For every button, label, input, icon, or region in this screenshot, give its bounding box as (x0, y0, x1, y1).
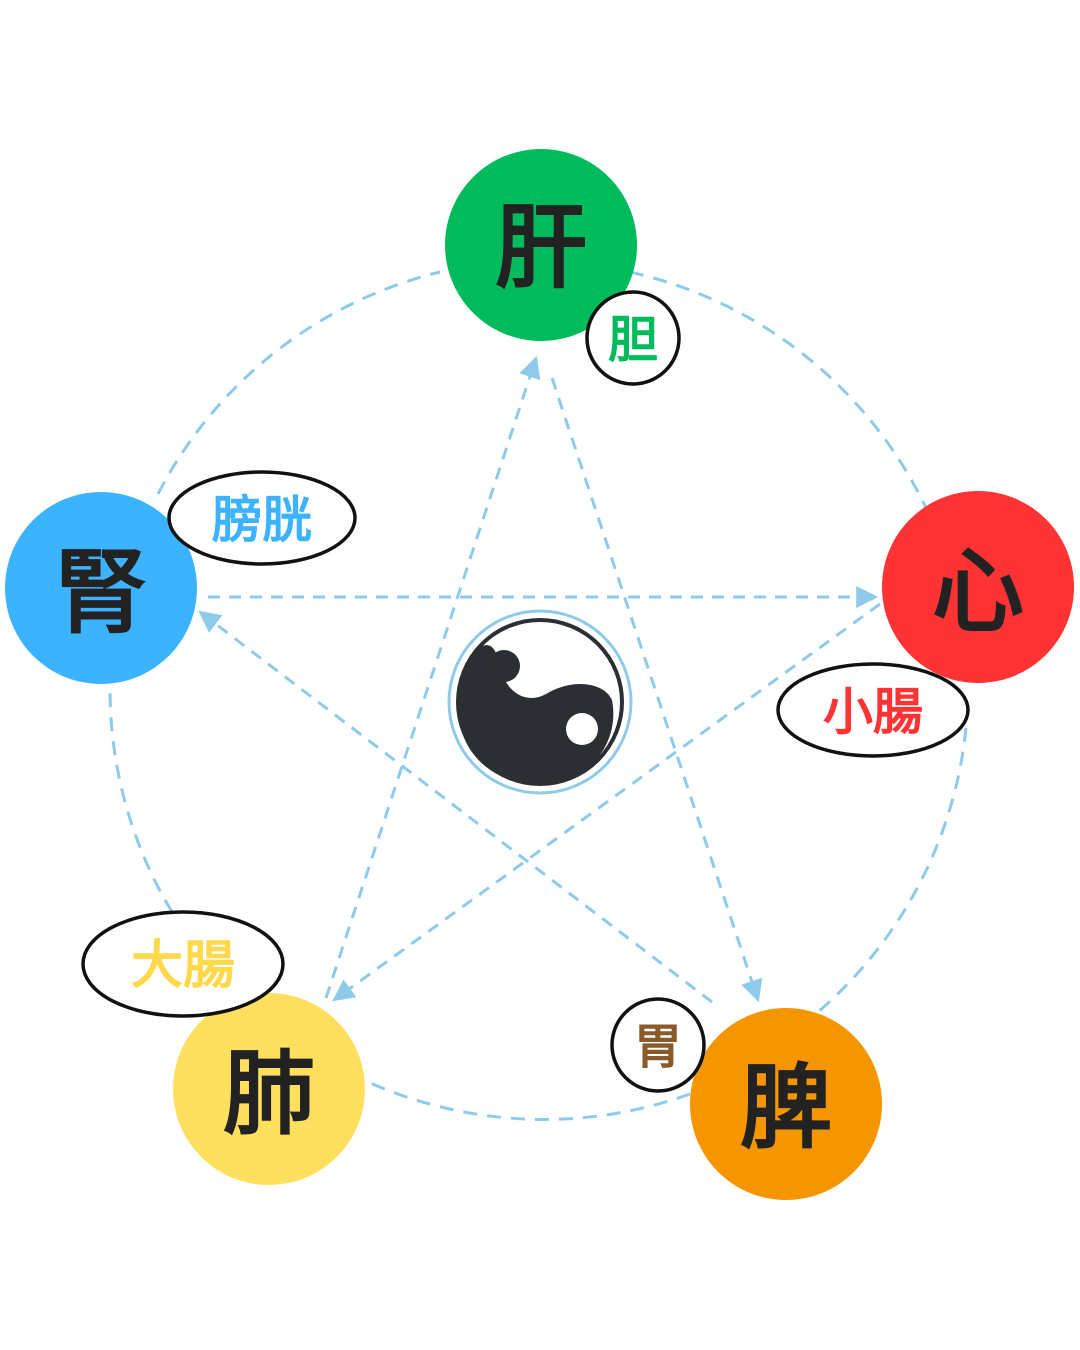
paired-stomach-bubble (610, 997, 706, 1093)
organ-kidney: 腎 (5, 492, 197, 684)
organ-liver: 肝 (445, 149, 637, 341)
paired-stomach-label: 胃 (634, 1019, 682, 1075)
paired-bladder: 膀胱 (167, 470, 357, 566)
yin-yang-icon (447, 609, 633, 795)
organ-spleen-label: 脾 (740, 1055, 832, 1162)
yin-eye (488, 650, 520, 682)
paired-large-intestine-bubble (81, 910, 285, 1018)
organ-lung-label: 肺 (223, 1041, 315, 1148)
organ-heart-label: 心 (932, 539, 1024, 646)
cycle-arc-heart-spleen (817, 727, 968, 1014)
paired-stomach: 胃 (610, 997, 706, 1093)
organ-lung-circle (173, 993, 365, 1185)
paired-small-intestine: 小腸 (776, 662, 970, 758)
organ-lung: 肺 (173, 993, 365, 1185)
paired-bladder-bubble (167, 470, 357, 566)
paired-gallbladder-bubble (585, 290, 681, 386)
paired-small-intestine-label: 小腸 (823, 683, 923, 741)
paired-small-intestine-bubble (776, 662, 970, 758)
cycle-arc-lung-kidney (108, 689, 174, 913)
star-line-lung-liver (324, 355, 541, 999)
organ-heart: 心 (882, 491, 1074, 683)
paired-large-intestine: 大腸 (81, 910, 285, 1018)
organ-liver-circle (445, 149, 637, 341)
organ-kidney-label: 腎 (55, 540, 147, 647)
organ-kidney-circle (5, 492, 197, 684)
yin-yang-symbol (456, 618, 624, 786)
generation-cycle (108, 270, 968, 1121)
star-line-spleen-kidney (198, 610, 713, 1004)
paired-gallbladder: 胆 (585, 290, 681, 386)
organ-liver-label: 肝 (495, 195, 587, 302)
cycle-arc-liver-heart (629, 270, 928, 509)
yang-eye (566, 713, 598, 745)
star-line-liver-spleen (550, 377, 763, 1003)
organ-heart-circle (882, 491, 1074, 683)
cycle-arc-kidney-liver (156, 270, 441, 495)
paired-large-intestine-label: 大腸 (131, 936, 235, 996)
paired-bladder-label: 膀胱 (212, 491, 312, 549)
paired-gallbladder-label: 胆 (608, 311, 658, 369)
star-line-heart-lung (332, 602, 881, 1002)
control-cycle (198, 355, 881, 1004)
organ-spleen-circle (690, 1008, 882, 1200)
organ-spleen: 脾 (690, 1008, 882, 1200)
